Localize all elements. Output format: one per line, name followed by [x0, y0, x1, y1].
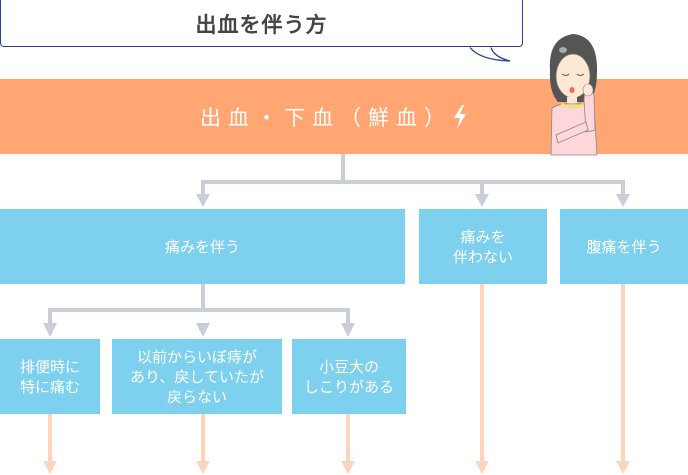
arrowhead-down: [43, 461, 57, 474]
result-arrow-line: [346, 414, 350, 464]
connector-stem: [341, 154, 345, 182]
arrowhead-down: [341, 461, 355, 474]
arrowhead-down: [475, 461, 489, 474]
arrowhead-down: [616, 194, 630, 207]
category-label: 腹痛を伴う: [586, 237, 662, 256]
symptom-label: 以前からいぼ痔が あり、戻していたが 戻らない: [130, 347, 264, 406]
arrowhead-down: [43, 323, 57, 337]
symptom-prolapsed-hemorrhoid[interactable]: 以前からいぼ痔が あり、戻していたが 戻らない: [112, 339, 282, 414]
arrowhead-down: [475, 194, 489, 207]
result-arrow-line: [201, 414, 205, 464]
arrowhead-down: [196, 323, 210, 337]
symptom-header-title: 出血・下血（鮮血）: [200, 105, 452, 130]
symptom-bean-sized-lump[interactable]: 小豆大の しこりがある: [292, 339, 406, 414]
category-label: 痛みを 伴わない: [452, 227, 513, 266]
connector-drop: [201, 180, 205, 196]
connector-stem: [201, 284, 205, 312]
result-arrow-line: [621, 284, 625, 464]
symptom-header: 出血・下血（鮮血）: [0, 79, 688, 154]
arrowhead-down: [196, 194, 210, 207]
symptom-label: 排便時に 特に痛む: [19, 357, 80, 396]
connector-drop: [480, 180, 484, 196]
symptom-label: 小豆大の しこりがある: [303, 357, 394, 396]
arrowhead-down: [341, 323, 355, 337]
result-arrow-line: [48, 414, 52, 464]
connector-horizontal: [48, 308, 350, 312]
arrowhead-down: [196, 461, 210, 474]
connector-horizontal: [201, 180, 625, 184]
category-without-pain[interactable]: 痛みを 伴わない: [419, 209, 547, 284]
connector-drop: [48, 308, 52, 324]
arrowhead-down: [616, 461, 630, 474]
category-with-pain[interactable]: 痛みを伴う: [0, 209, 405, 284]
result-arrow-line: [480, 284, 484, 464]
category-with-abdominal-pain[interactable]: 腹痛を伴う: [560, 209, 688, 284]
lightning-icon: [454, 104, 466, 129]
bubble-title: 出血を伴う方: [195, 13, 328, 37]
category-label: 痛みを伴う: [164, 237, 240, 256]
symptom-pain-during-defecation[interactable]: 排便時に 特に痛む: [0, 339, 100, 414]
connector-drop: [346, 308, 350, 324]
speech-bubble: [0, 0, 523, 47]
connector-drop: [621, 180, 625, 196]
